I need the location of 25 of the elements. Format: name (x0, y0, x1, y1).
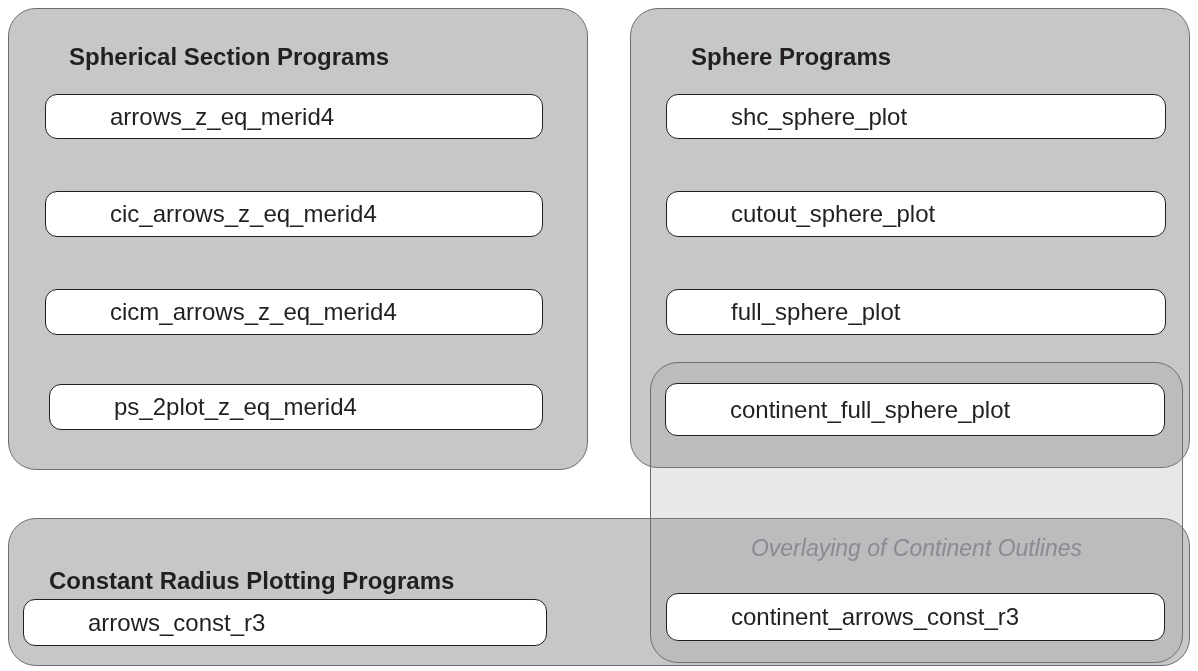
program-box (666, 191, 1166, 237)
program-box (23, 599, 547, 646)
program-name: arrows_z_eq_merid4 (110, 101, 335, 132)
program-box (49, 384, 543, 430)
group-heading: Sphere Programs (691, 42, 892, 72)
program-box (666, 289, 1166, 335)
program-box (666, 94, 1166, 139)
program-box (45, 289, 543, 335)
program-group-panel (630, 8, 1190, 468)
program-name: ps_2plot_z_eq_merid4 (114, 392, 357, 422)
program-box (45, 94, 543, 139)
program-name: continent_arrows_const_r3 (731, 602, 1020, 632)
program-name: cicm_arrows_z_eq_merid4 (110, 297, 397, 327)
program-name: full_sphere_plot (731, 297, 901, 327)
program-name: continent_full_sphere_plot (730, 394, 1011, 425)
program-box (665, 383, 1165, 436)
program-name: arrows_const_r3 (88, 607, 266, 638)
group-heading: Constant Radius Plotting Programs (49, 566, 455, 596)
program-group-panel (8, 8, 588, 470)
program-box (666, 593, 1165, 641)
program-name: cutout_sphere_plot (731, 199, 936, 229)
program-name: shc_sphere_plot (731, 101, 908, 132)
group-heading: Spherical Section Programs (69, 42, 390, 72)
program-box (45, 191, 543, 237)
program-name: cic_arrows_z_eq_merid4 (110, 199, 377, 229)
